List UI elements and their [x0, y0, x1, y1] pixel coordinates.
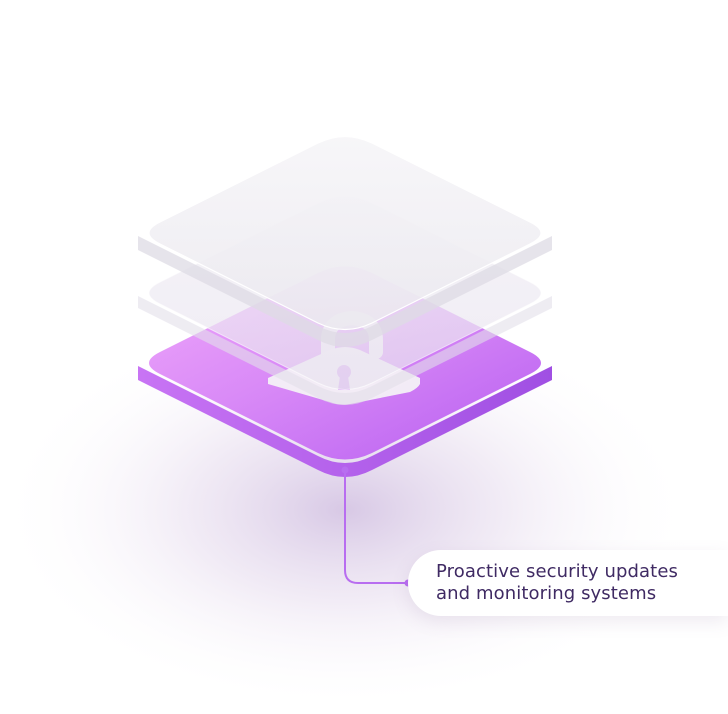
callout-text: Proactive security updates and monitorin… — [436, 561, 678, 605]
callout-line-2: and monitoring systems — [436, 583, 657, 604]
top-glass-layer — [138, 135, 552, 347]
feature-callout: Proactive security updates and monitorin… — [408, 550, 728, 616]
callout-line-1: Proactive security updates — [436, 561, 678, 582]
